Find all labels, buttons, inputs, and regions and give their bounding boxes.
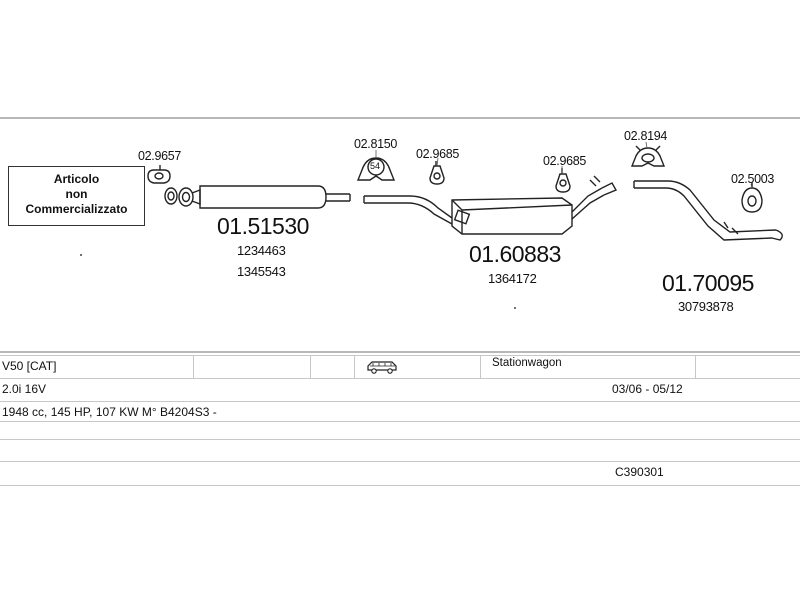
body-type: Stationwagon: [492, 357, 562, 369]
clamp-02-8194-icon: [630, 145, 666, 167]
rubber-hanger-02-9685-b-icon: [555, 168, 571, 193]
part-code-1[interactable]: 01.51530: [217, 213, 309, 239]
not-available-notice: Articolo non Commercializzato: [8, 166, 145, 226]
production-dates: 03/06 - 05/12: [612, 382, 683, 396]
table-column-divider: [193, 355, 194, 378]
dot-mark: [80, 254, 82, 256]
middle-silencer-part: [363, 175, 618, 235]
accessory-code-5[interactable]: 02.8194: [624, 129, 668, 143]
notice-line-3: Commercializzato: [25, 202, 128, 216]
station-wagon-car-icon: [367, 361, 397, 374]
diagram-frame: [0, 117, 800, 353]
accessory-code-3[interactable]: 02.9685: [416, 147, 460, 161]
accessory-code-1[interactable]: 02.9657: [138, 149, 182, 163]
dot-mark: [514, 307, 516, 309]
part-3-oe-number-1: 30793878: [678, 299, 734, 314]
table-column-divider: [354, 355, 355, 378]
part-1-oe-number-2: 1345543: [237, 264, 286, 279]
notice-line-2: non: [65, 187, 88, 201]
table-row-divider: [0, 378, 800, 379]
accessory-code-2[interactable]: 02.8150: [354, 137, 398, 151]
table-column-divider: [310, 355, 311, 378]
table-column-divider: [480, 355, 481, 378]
clamp-size-badge: 54: [370, 161, 381, 171]
table-row-divider: [0, 485, 800, 486]
clamp-02-8150-icon: [356, 157, 396, 181]
clamp-02-9657-icon: [147, 165, 171, 184]
rubber-hanger-02-9685-a-icon: [429, 161, 445, 185]
engine-spec: 1948 cc, 145 HP, 107 KW M° B4204S3 -: [2, 405, 217, 419]
accessory-code-6[interactable]: 02.5003: [731, 172, 775, 186]
table-row-divider: [0, 401, 800, 402]
part-code-3[interactable]: 01.70095: [662, 270, 754, 296]
part-2-oe-number-1: 1364172: [488, 271, 537, 286]
table-row-divider: [0, 421, 800, 422]
exhaust-diagram: [147, 141, 783, 241]
kit-code[interactable]: C390301: [615, 465, 664, 479]
part-code-2[interactable]: 01.60883: [469, 241, 561, 267]
vehicle-model: V50 [CAT]: [2, 359, 57, 373]
table-row-divider: [0, 355, 800, 356]
engine-name: 2.0i 16V: [2, 382, 47, 396]
front-silencer-part: [164, 185, 351, 209]
table-column-divider: [695, 355, 696, 378]
part-1-oe-number-1: 1234463: [237, 243, 286, 258]
rubber-hanger-02-5003-icon: [741, 182, 763, 213]
table-row-divider: [0, 461, 800, 462]
leader-lines: [375, 141, 753, 189]
notice-line-1: Articolo: [53, 172, 100, 186]
table-row-divider: [0, 439, 800, 440]
accessory-code-4[interactable]: 02.9685: [543, 154, 587, 168]
rear-silencer-part: [633, 180, 783, 241]
